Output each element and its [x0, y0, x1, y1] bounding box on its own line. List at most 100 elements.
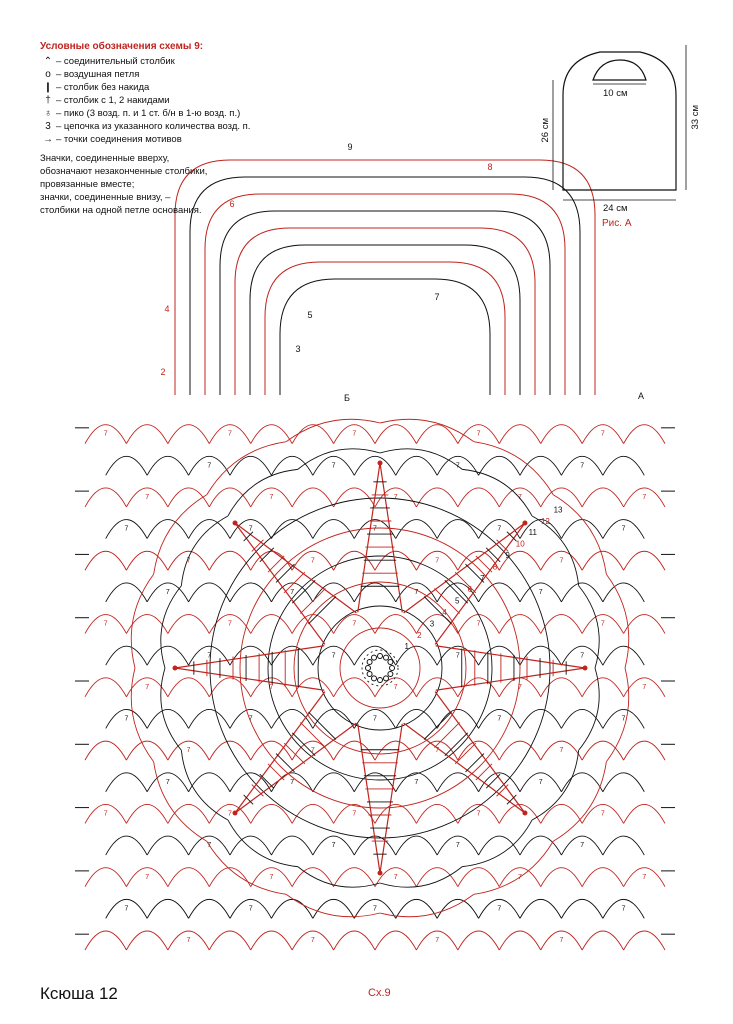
mesh-arch [623, 677, 666, 698]
mesh-arch [208, 677, 252, 698]
scallop-arch [297, 448, 381, 470]
scallop-arch [531, 750, 580, 821]
mesh-arch [540, 614, 583, 634]
legend-item: o– воздушная петля [40, 68, 280, 81]
mesh-arch [333, 677, 376, 698]
mesh-arch [436, 835, 479, 856]
legend-note-line: значки, соединенные внизу, – [40, 192, 171, 203]
mesh-arch [271, 645, 314, 666]
legend-title: Условные обозначения схемы 9: [40, 41, 204, 52]
chain-count-label: 7 [290, 589, 294, 596]
chain-count-label: 7 [601, 811, 605, 818]
mesh-arch [126, 551, 169, 571]
mesh-arch [208, 551, 252, 571]
mesh-arch [353, 456, 397, 476]
mesh-arch [374, 867, 417, 887]
chain-count-label: 7 [145, 494, 149, 501]
motif-row-number: 13 [554, 505, 563, 514]
scallop-arch [578, 585, 600, 669]
chain-count-label: 7 [373, 905, 377, 912]
mesh-arch [250, 424, 293, 444]
motif-row-number: 11 [529, 528, 538, 537]
handle-row-arc [204, 193, 566, 395]
mesh-arch [146, 709, 189, 729]
stitch-line [454, 571, 477, 594]
legend-item: ❙– столбик без накида [40, 81, 280, 94]
mesh-arch [623, 424, 666, 444]
chain-count-label: 7 [580, 652, 584, 659]
chain-count-label: 7 [394, 494, 398, 501]
mesh-arch [146, 835, 189, 856]
mesh-arch [126, 424, 169, 444]
mesh-arch [519, 645, 562, 666]
mesh-arch [519, 709, 562, 729]
mesh-arch [250, 740, 293, 761]
chain-count-label: 7 [642, 684, 646, 691]
legend-item: ⌃– соединительный столбик [40, 55, 280, 68]
petal-tip [582, 665, 588, 671]
mesh-arch [126, 930, 169, 951]
scallop-arch [130, 667, 155, 763]
mesh-arch [561, 519, 604, 539]
mesh-arch [374, 487, 417, 508]
mesh-arch [208, 614, 252, 634]
mesh-arch [105, 645, 148, 666]
mesh-arch [84, 551, 127, 571]
single-crochet-icon: ❙ [43, 82, 53, 93]
mesh-arch [167, 551, 210, 571]
legend-note-line: Значки, соединенные вверху, [40, 153, 170, 164]
chain-count-label: 7 [580, 842, 584, 849]
mesh-arch [416, 930, 459, 951]
chain-count-label: 7 [228, 621, 232, 628]
mesh-arch [478, 456, 521, 476]
mesh-arch [188, 519, 231, 539]
mesh-arch [84, 867, 127, 887]
mesh-arch [271, 456, 314, 476]
chain-count-label: 7 [332, 462, 336, 469]
stitch-line [485, 773, 501, 789]
handle-row-number: 8 [487, 162, 492, 172]
mesh-arch [436, 519, 479, 539]
chain-count-label: 7 [332, 652, 336, 659]
mesh-arch [602, 709, 645, 729]
scallop-arch [285, 893, 381, 918]
mesh-arch [250, 614, 293, 634]
stitch-line [475, 555, 493, 573]
mesh-arch [271, 772, 314, 792]
stitch-line [444, 579, 469, 604]
stitch-line [291, 579, 316, 604]
motif-row-number: 6 [468, 585, 473, 594]
chain-count-label: 7 [249, 905, 253, 912]
motif-petal [403, 522, 526, 645]
chain-count-label: 7 [373, 716, 377, 723]
mesh-arch [374, 740, 417, 761]
mesh-arch [457, 551, 500, 571]
chain-count-label: 7 [311, 937, 315, 944]
mesh-arch [623, 740, 666, 761]
legend-item-text: – воздушная петля [56, 69, 140, 80]
motif-ring [293, 581, 467, 755]
stitch-line [243, 794, 254, 805]
mesh-arch [188, 899, 231, 919]
chain-count-label: 7 [497, 526, 501, 533]
mesh-arch [540, 804, 583, 824]
scallop-arch [130, 573, 155, 669]
chain-count-label: 7 [311, 557, 315, 564]
stitch-line [465, 563, 485, 583]
mesh-arch [333, 867, 376, 887]
handle-row-number: 5 [307, 310, 312, 320]
mesh-arch [374, 804, 417, 824]
scallop-arch [297, 866, 381, 888]
stitch-line [259, 547, 275, 563]
mesh-arch [416, 677, 459, 698]
handle-row-arc [234, 227, 536, 395]
mesh-arch [167, 677, 210, 698]
mesh-arch [84, 614, 127, 634]
mesh-arch [623, 930, 666, 951]
motif-petal [403, 691, 526, 814]
mesh-arch [498, 487, 542, 508]
scallop-arch [379, 418, 475, 443]
mesh-arch [105, 709, 148, 729]
